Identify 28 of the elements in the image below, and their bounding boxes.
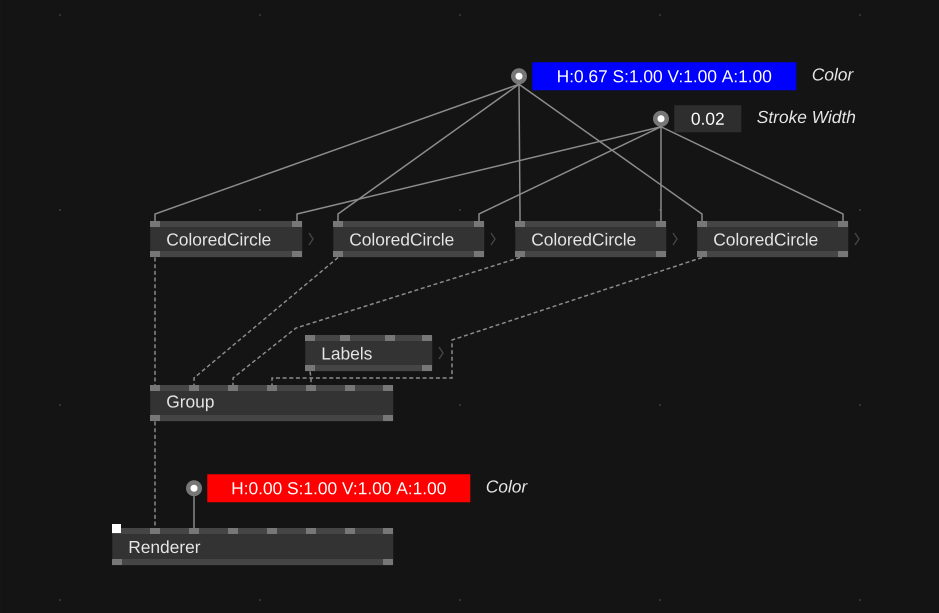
- connection-line: [193, 496, 195, 528]
- port-label: Color: [486, 480, 528, 493]
- port-label: Color: [812, 68, 854, 81]
- connection-line: [154, 84, 520, 221]
- connection-line: [232, 256, 520, 385]
- port-label: Stroke Width: [757, 110, 856, 124]
- value-box: H:0.67 S:1.00 V:1.00 A:1.00: [532, 62, 796, 90]
- node-box: ColoredCircle: [515, 221, 678, 258]
- connection-line: [478, 126, 662, 221]
- node-box: Group: [150, 385, 394, 422]
- connection-line: [154, 422, 156, 528]
- node-box: ColoredCircle: [150, 221, 314, 258]
- connection-line: [660, 126, 844, 221]
- connection-line: [193, 256, 338, 385]
- value-box: H:0.00 S:1.00 V:1.00 A:1.00: [207, 474, 470, 502]
- connection-line: [660, 126, 662, 221]
- connection-line: [296, 126, 662, 221]
- connection-line: [518, 84, 703, 221]
- connection-line: [309, 371, 312, 385]
- node-box: Renderer: [112, 524, 394, 566]
- node-box: ColoredCircle: [697, 221, 860, 258]
- value-box: 0.02: [674, 105, 742, 132]
- connection-line: [337, 84, 520, 221]
- connection-line: [518, 84, 521, 221]
- node-box: Labels: [305, 335, 444, 372]
- connection-line: [154, 258, 156, 385]
- node-box: ColoredCircle: [333, 221, 496, 258]
- connection-line: [271, 256, 702, 385]
